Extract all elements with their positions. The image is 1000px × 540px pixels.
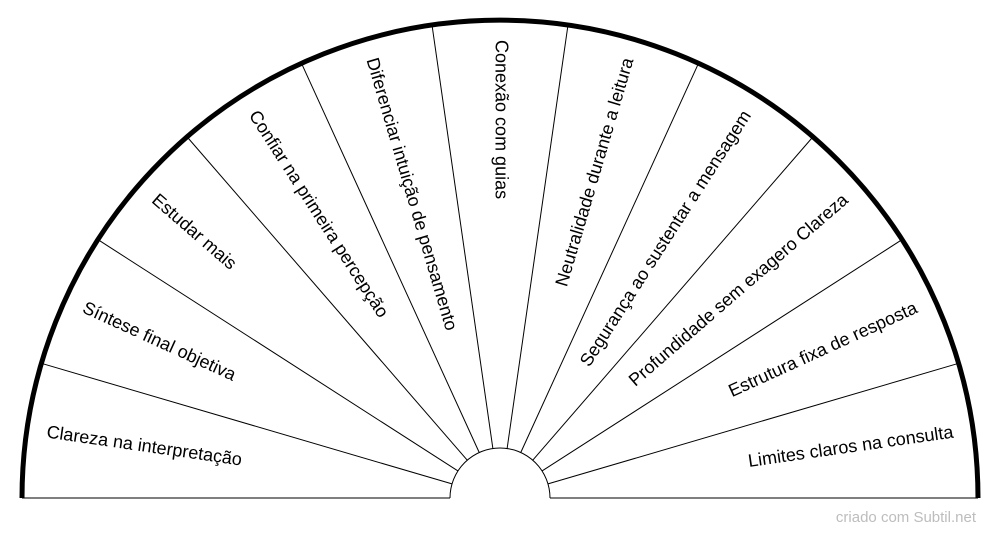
- sector-divider: [532, 136, 814, 461]
- sector-divider: [541, 239, 903, 472]
- sector-label: Estrutura fixa de resposta: [725, 297, 921, 401]
- sector-label: Limites claros na consulta: [747, 422, 956, 471]
- sector-divider: [97, 239, 459, 472]
- sector-divider: [431, 24, 494, 449]
- sector-label: Clareza na interpretação: [45, 422, 243, 470]
- sector-divider: [300, 62, 480, 453]
- footer-credit: criado com Subtil.net: [835, 509, 976, 526]
- sector-divider: [41, 362, 453, 485]
- outer-arc: [19, 17, 981, 499]
- sector-label: Estudar mais: [148, 190, 240, 274]
- sector-divider: [186, 136, 468, 461]
- sector-label: Síntese final objetiva: [80, 298, 240, 386]
- sector-label: Conexão com guias: [491, 40, 511, 199]
- sector-divider: [547, 362, 959, 485]
- sector-divider: [506, 24, 569, 449]
- inner-arc: [449, 447, 551, 499]
- sector-label: Neutralidade durante a leitura: [551, 54, 637, 288]
- sector-divider: [520, 62, 700, 453]
